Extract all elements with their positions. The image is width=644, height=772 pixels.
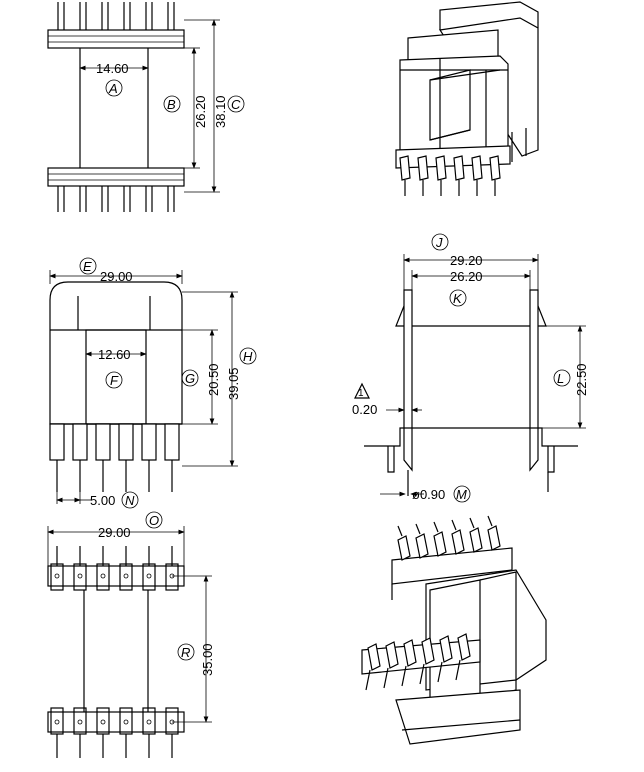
isometric-upper-pins <box>399 128 527 196</box>
dim-M-value: ø0.90 <box>412 487 445 502</box>
dim-A-value: 14.60 <box>96 61 129 76</box>
isometric-view-lower <box>361 515 547 745</box>
dim-L-value: 22.50 <box>574 363 589 396</box>
label-H: H <box>243 349 253 364</box>
front-view-pins <box>49 423 180 492</box>
bottom-view-upper-flange <box>47 565 185 587</box>
label-E: E <box>83 259 92 274</box>
top-view: 14.60 A 26.20 B 38.10 C <box>47 2 245 212</box>
dim-G-value: 20.50 <box>206 363 221 396</box>
dim-H-value: 39.05 <box>226 367 241 400</box>
isometric-view-upper <box>395 1 539 196</box>
label-F: F <box>110 373 119 388</box>
side-view: 29.20 J 26.20 K 22.50 L 1 0.20 ø0.90 M <box>352 233 589 503</box>
label-R: R <box>181 645 190 660</box>
bottom-view: 29.00 O 35.00 R <box>47 511 215 758</box>
top-view-upper-pins <box>57 2 175 30</box>
label-N: N <box>125 493 135 508</box>
label-O: O <box>149 513 159 528</box>
dim-N-value: 5.00 <box>90 493 115 508</box>
dim-O-value: 29.00 <box>98 525 131 540</box>
flag-number: 1 <box>358 388 364 399</box>
label-A: A <box>108 81 118 96</box>
dim-R-value: 35.00 <box>200 643 215 676</box>
label-B: B <box>167 97 176 112</box>
label-J: J <box>435 235 443 250</box>
isometric-lower-upper-pins <box>397 515 501 561</box>
label-G: G <box>185 371 195 386</box>
bottom-view-lower-pins <box>56 734 173 758</box>
front-view: 29.00 E 12.60 F 20.50 G 39.05 H 5.00 N <box>49 257 257 509</box>
label-L: L <box>557 371 564 386</box>
bottom-view-lower-flange <box>47 711 185 733</box>
dim-B-value: 26.20 <box>193 95 208 128</box>
bottom-view-upper-pins <box>56 546 173 566</box>
dim-E-value: 29.00 <box>100 269 133 284</box>
top-flange <box>47 29 185 49</box>
dim-C-value: 38.10 <box>213 95 228 128</box>
label-K: K <box>453 291 463 306</box>
label-C: C <box>231 97 241 112</box>
isometric-lower-lower-pins <box>365 633 471 691</box>
dim-tol-value: 0.20 <box>352 402 377 417</box>
label-M: M <box>456 487 467 502</box>
dim-J-value: 29.20 <box>450 253 483 268</box>
dim-F-value: 12.60 <box>98 347 131 362</box>
bottom-flange <box>47 167 185 187</box>
dim-K-value: 26.20 <box>450 269 483 284</box>
top-view-lower-pins <box>57 186 175 212</box>
